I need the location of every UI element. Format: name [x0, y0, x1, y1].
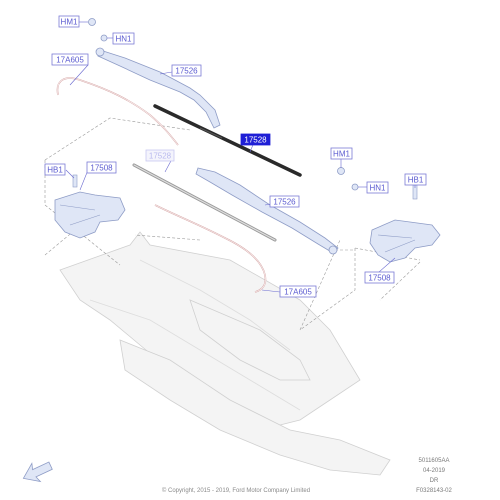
svg-text:17528: 17528: [149, 152, 172, 161]
wiper-blade-faded: [132, 163, 277, 242]
callout-17528-faded: 17528: [145, 149, 175, 162]
svg-text:HN1: HN1: [115, 35, 132, 44]
svg-text:17A605: 17A605: [284, 288, 312, 297]
svg-text:17526: 17526: [175, 67, 198, 76]
callout-17a605-top: 17A605: [51, 53, 89, 66]
copyright-text: © Copyright, 2015 - 2019, Ford Motor Com…: [162, 487, 310, 494]
svg-text:17526: 17526: [273, 198, 296, 207]
svg-text:17508: 17508: [90, 164, 113, 173]
svg-text:HN1: HN1: [369, 184, 386, 193]
callout-17508-right: 17508: [364, 271, 395, 284]
wiper-arm-lower: [195, 167, 339, 255]
callout-hb1-left: HB1: [44, 163, 66, 176]
svg-text:HM1: HM1: [61, 18, 78, 27]
washer-hose-lower: [154, 204, 267, 293]
svg-text:17528: 17528: [244, 136, 267, 145]
bolt-icon-left: [72, 174, 78, 188]
callout-17a605-bottom: 17A605: [279, 285, 317, 298]
nut-icon-right: [337, 167, 359, 191]
svg-text:HB1: HB1: [47, 166, 63, 175]
wiper-motor-right: [369, 219, 441, 263]
wiper-arm-upper: [95, 47, 221, 129]
callout-hn1-right: HN1: [366, 181, 389, 194]
callout-17526-right: 17526: [269, 195, 300, 208]
nut-icon-left: [88, 18, 108, 42]
drawing-meta: 5011605AA 04-2019 DR F0328143-02: [416, 458, 452, 494]
callout-hb1-right: HB1: [404, 173, 427, 186]
callout-hn1-left: HN1: [112, 32, 135, 45]
wiper-motor-left: [54, 191, 126, 239]
callout-hm1-left: HM1: [58, 15, 80, 28]
callout-17528-highlight: 17528: [240, 133, 271, 146]
callout-hm1-right: HM1: [330, 147, 353, 160]
svg-text:HM1: HM1: [333, 150, 350, 159]
callout-17508-left: 17508: [86, 161, 117, 174]
meta-line-4: F0328143-02: [416, 488, 452, 494]
front-arrow-icon: [22, 461, 53, 483]
meta-line-1: 5011605AA: [419, 458, 450, 464]
washer-hose-upper: [56, 77, 179, 146]
callout-17526-top: 17526: [171, 64, 202, 77]
cowl-panel: [59, 231, 391, 476]
svg-text:17508: 17508: [368, 274, 391, 283]
svg-text:17A605: 17A605: [56, 56, 84, 65]
meta-line-2: 04-2019: [423, 468, 446, 474]
wiper-blade-highlighted: [153, 104, 302, 177]
meta-line-3: DR: [430, 478, 439, 484]
svg-text:HB1: HB1: [408, 176, 424, 185]
